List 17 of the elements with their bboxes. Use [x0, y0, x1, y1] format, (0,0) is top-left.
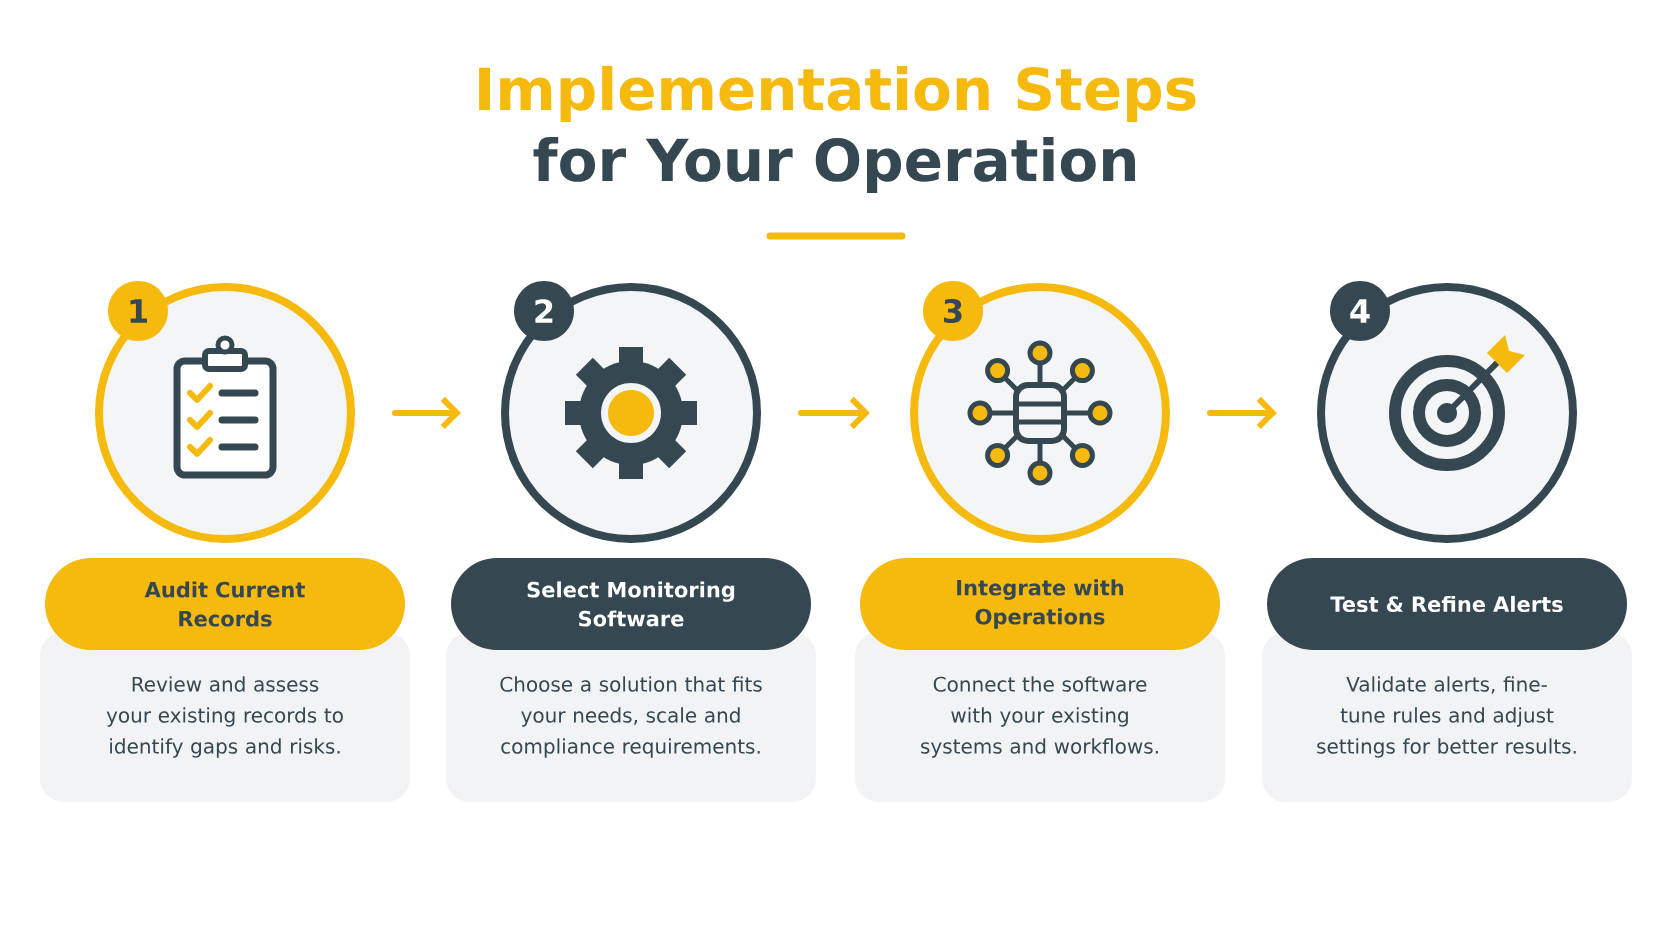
number-badge: 3 — [923, 281, 983, 341]
number-badge: 1 — [108, 281, 168, 341]
description-card: Validate alerts, fine-tune rules and adjust settings for better results. — [1262, 632, 1632, 802]
arrow — [798, 396, 870, 430]
description-card: Choose a solution that fits your needs, scale and compliance requirements. — [446, 632, 816, 802]
arrow — [1207, 396, 1277, 430]
step-title-pill: Test & Refine Alerts — [1267, 558, 1627, 650]
step-title-pill: Audit Current Records — [45, 558, 405, 650]
title: Implementation Steps — [479, 65, 1196, 123]
number-badge: 4 — [1330, 281, 1390, 341]
arrow — [392, 396, 461, 430]
description-card: Connect the software with your existing systems and workflows. — [855, 632, 1225, 802]
number-badge: 2 — [514, 281, 574, 341]
description-card: Review and assess your existing records to identify gaps and risks. — [40, 632, 410, 802]
step-title-pill: Integrate with Operations — [860, 558, 1220, 650]
step-title-pill: Select Monitoring Software — [451, 558, 811, 650]
subtitle: for Your Operation — [533, 136, 1135, 194]
